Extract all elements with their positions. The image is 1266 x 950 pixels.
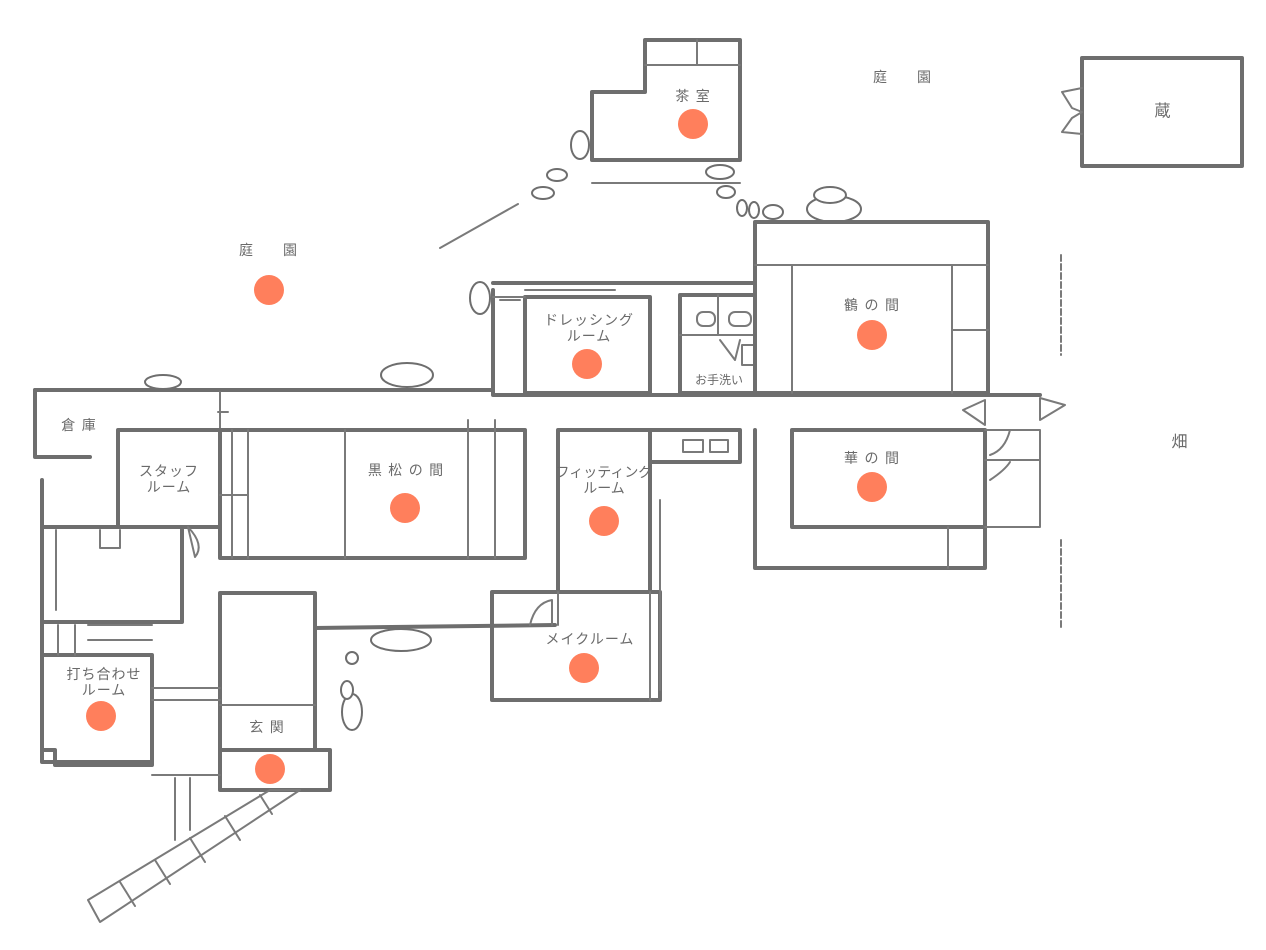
tea-room-building xyxy=(570,38,742,180)
restroom-label: お手洗い xyxy=(694,373,744,387)
dressing-room-walls xyxy=(491,281,757,395)
garden-path xyxy=(87,777,301,923)
tsuru-room-marker[interactable] xyxy=(857,320,887,350)
entrance-marker[interactable] xyxy=(255,754,285,784)
fitting-room-marker[interactable] xyxy=(589,506,619,536)
tea-room-label: 茶 室 xyxy=(675,89,711,105)
kuromatsu-room-label: 黒 松 の 間 xyxy=(367,463,445,479)
garden-marker[interactable] xyxy=(254,275,284,305)
storehouse-label: 蔵 xyxy=(1154,101,1172,120)
center-wing-walls xyxy=(490,428,742,702)
tsuru-room-label: 鶴 の 間 xyxy=(844,298,900,314)
warehouse-label: 倉 庫 xyxy=(61,418,97,434)
dressing-room-label: ドレッシング ルーム xyxy=(544,313,634,345)
meeting-room-label: 打ち合わせ ルーム xyxy=(66,667,142,699)
dressing-room-marker[interactable] xyxy=(572,349,602,379)
tsuru-room-walls xyxy=(753,220,990,395)
entrance-walls xyxy=(151,591,557,792)
makeup-room-label: メイクルーム xyxy=(545,632,635,648)
field-label: 畑 xyxy=(1171,432,1189,451)
entrance-label: 玄 関 xyxy=(249,720,285,736)
garden-top-label: 庭 園 xyxy=(873,70,939,86)
tea-room-marker[interactable] xyxy=(678,109,708,139)
hana-room-label: 華 の 間 xyxy=(844,451,900,467)
storehouse-building xyxy=(1061,56,1244,168)
kuromatsu-room-marker[interactable] xyxy=(390,493,420,523)
staff-room-label: スタッフ ルーム xyxy=(139,464,199,496)
meeting-room-marker[interactable] xyxy=(86,701,116,731)
meeting-room-walls xyxy=(40,624,154,767)
hana-room-marker[interactable] xyxy=(857,472,887,502)
makeup-room-marker[interactable] xyxy=(569,653,599,683)
fitting-room-label: フィッティング ルーム xyxy=(555,465,653,497)
west-wing-walls xyxy=(40,419,527,764)
garden-left-label: 庭 園 xyxy=(239,243,305,259)
hana-room-walls xyxy=(753,397,1066,570)
stepping-stones xyxy=(144,168,862,731)
